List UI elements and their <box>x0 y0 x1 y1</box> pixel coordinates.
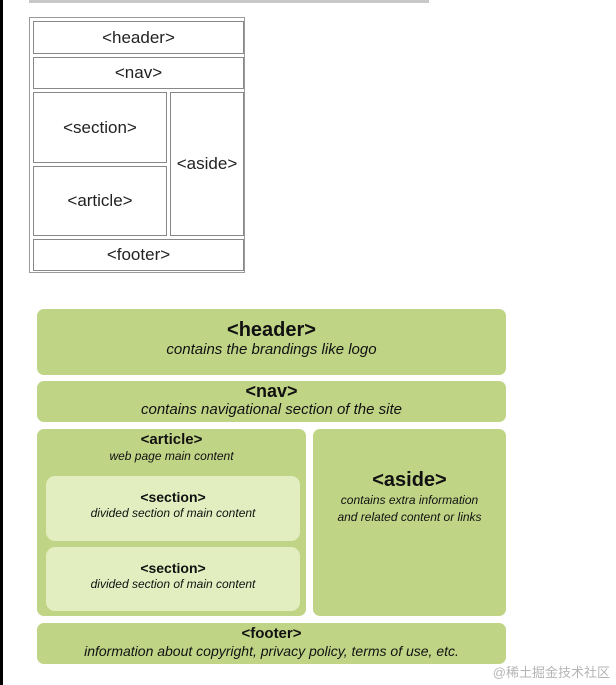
semantic-footer-tag: <footer> <box>241 625 302 642</box>
semantic-section-1-desc: divided section of main content <box>90 506 256 520</box>
semantic-section-1-tag: <section> <box>140 489 206 505</box>
wire-footer: <footer> <box>33 239 244 271</box>
semantic-aside-tag: <aside> <box>372 469 447 491</box>
wire-article: <article> <box>33 166 167 236</box>
watermark: @稀土掘金技术社区 <box>492 665 610 680</box>
semantic-aside-desc-line1: contains extra information <box>340 493 479 507</box>
top-divider <box>29 0 429 3</box>
wire-nav-label: <nav> <box>114 63 163 82</box>
wire-article-label: <article> <box>67 191 133 210</box>
wire-header-label: <header> <box>102 27 175 47</box>
semantic-footer: <footer> information about copyright, pr… <box>37 623 506 664</box>
semantic-section-1: <section> divided section of main conten… <box>46 476 300 541</box>
wire-section-label: <section> <box>63 117 137 137</box>
semantic-section-2-desc: divided section of main content <box>90 577 256 591</box>
semantic-aside: <aside> contains extra information and r… <box>313 429 506 616</box>
wire-footer-label: <footer> <box>106 245 171 264</box>
semantic-header-desc: contains the brandings like logo <box>166 341 377 358</box>
semantic-footer-desc: information about copyright, privacy pol… <box>84 643 459 659</box>
semantic-article: <article> web page main content <section… <box>37 429 306 616</box>
semantic-aside-desc-line2: and related content or links <box>337 510 482 524</box>
semantic-nav: <nav> contains navigational section of t… <box>37 381 506 422</box>
wire-header: <header> <box>33 21 244 54</box>
semantic-article-tag: <article> <box>140 431 203 448</box>
semantic-section-2: <section> divided section of main conten… <box>46 547 300 611</box>
wire-aside-label: <aside> <box>176 154 238 173</box>
semantic-nav-tag: <nav> <box>245 381 298 401</box>
semantic-header: <header> contains the brandings like log… <box>37 309 506 375</box>
semantic-header-tag: <header> <box>227 319 316 341</box>
left-edge-bar <box>0 0 3 685</box>
wire-nav: <nav> <box>33 57 244 89</box>
wire-aside: <aside> <box>170 92 244 236</box>
semantic-nav-desc: contains navigational section of the sit… <box>141 401 402 418</box>
semantic-section-2-tag: <section> <box>140 560 206 576</box>
semantic-article-desc: web page main content <box>109 449 234 463</box>
wire-section: <section> <box>33 92 167 163</box>
